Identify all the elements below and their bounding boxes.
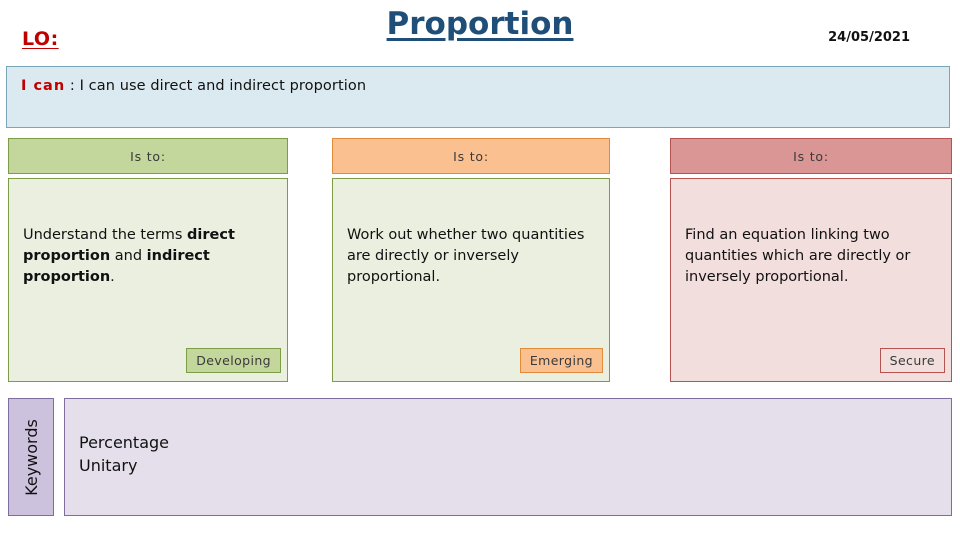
objective-column-developing: Is to: Understand the terms direct propo… xyxy=(8,138,288,382)
column-header-emerging: Is to: xyxy=(332,138,610,174)
page-title: Proportion xyxy=(386,6,574,42)
objective-text: I can : I can use direct and indirect pr… xyxy=(21,78,366,94)
column-text-secure: Find an equation linking two quantities … xyxy=(685,227,911,286)
column-text-emerging: Work out whether two quantities are dire… xyxy=(347,227,585,286)
status-badge-secure: Secure xyxy=(879,348,945,373)
keyword-item: Unitary xyxy=(79,456,138,476)
keywords-tab-label: Keywords xyxy=(21,418,41,496)
objective-column-secure: Is to: Find an equation linking two quan… xyxy=(670,138,952,382)
objective-separator: : xyxy=(65,78,80,94)
column-body-emerging: Work out whether two quantities are dire… xyxy=(332,178,610,382)
column-body-secure: Find an equation linking two quantities … xyxy=(670,178,952,382)
objective-banner: I can : I can use direct and indirect pr… xyxy=(6,66,950,128)
column-body-developing: Understand the terms direct proportion a… xyxy=(8,178,288,382)
slide-header: LO: Proportion 24/05/2021 xyxy=(0,0,960,60)
keywords-tab: Keywords xyxy=(8,398,54,516)
status-badge-emerging: Emerging xyxy=(519,348,603,373)
learning-objective-label: LO: xyxy=(22,28,59,50)
objective-prefix: I can xyxy=(21,78,66,94)
column-header-developing: Is to: xyxy=(8,138,288,174)
objective-statement: I can use direct and indirect proportion xyxy=(79,78,367,94)
keyword-item: Percentage xyxy=(79,433,170,452)
column-text-developing: Understand the terms direct proportion a… xyxy=(23,227,235,286)
date-text: 24/05/2021 xyxy=(828,30,910,45)
status-badge-developing: Developing xyxy=(186,348,281,373)
column-header-secure: Is to: xyxy=(670,138,952,174)
objective-column-emerging: Is to: Work out whether two quantities a… xyxy=(332,138,610,382)
